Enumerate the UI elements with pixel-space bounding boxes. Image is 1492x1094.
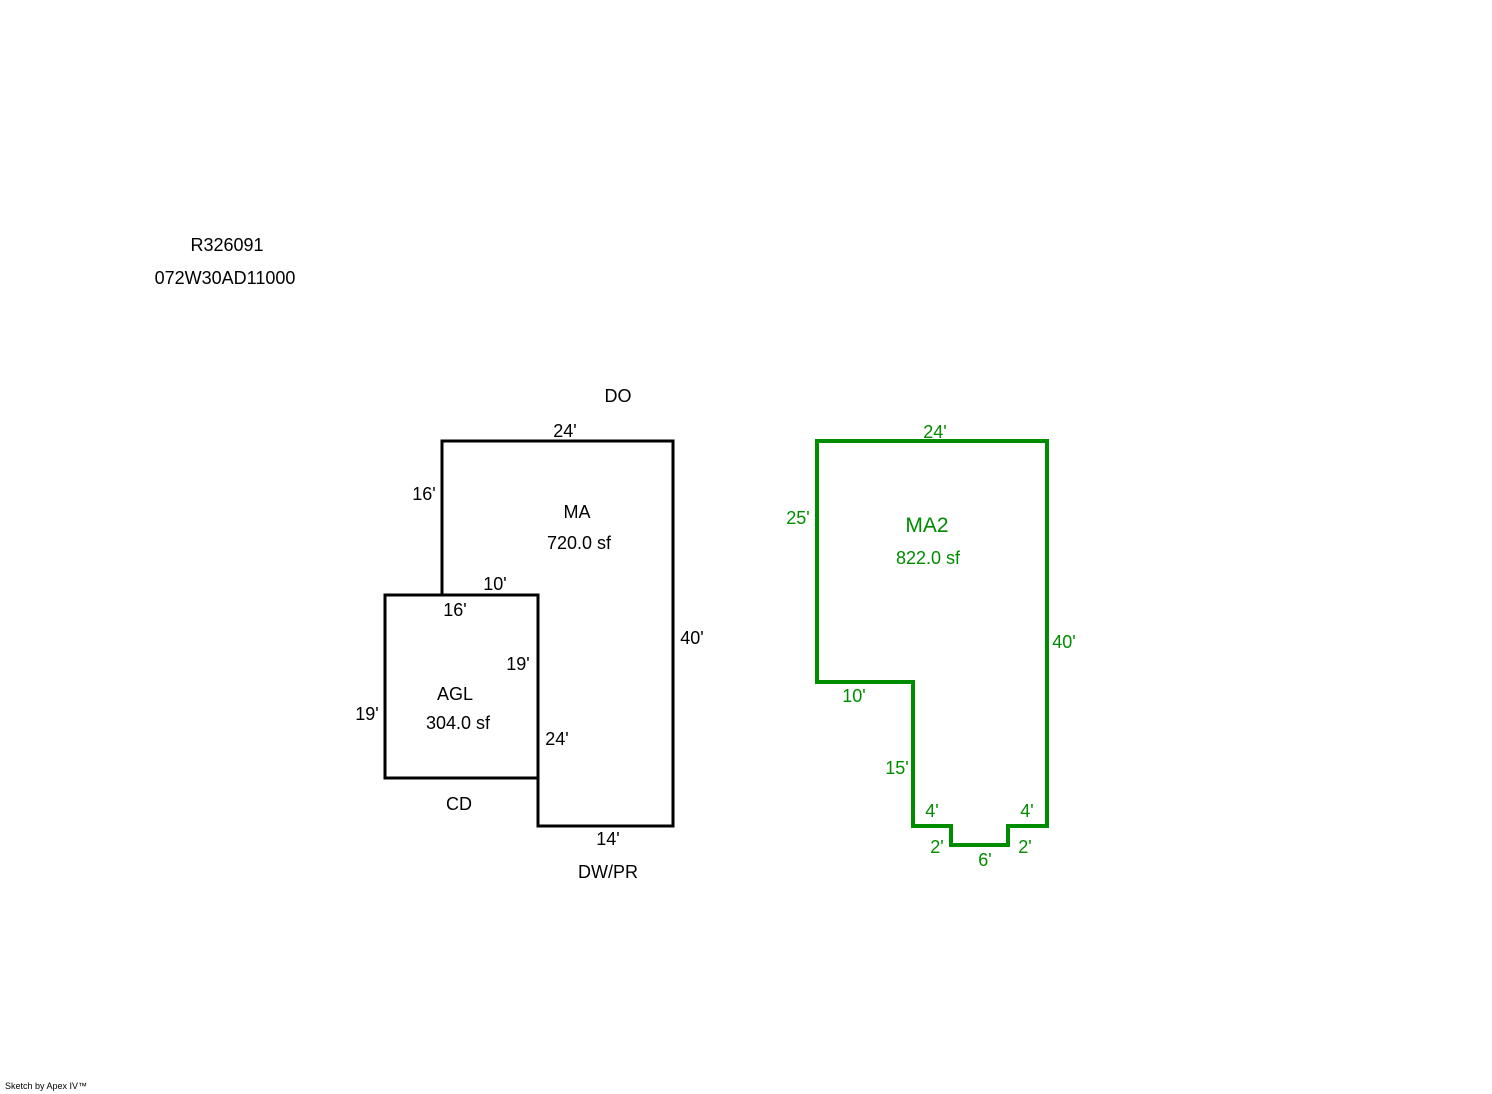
ma2-dim-notch-left: 2' xyxy=(930,837,943,857)
ma2-dim-top: 24' xyxy=(923,422,946,442)
ma-dim-inner: 24' xyxy=(545,729,568,749)
ma-dim-bottom: 14' xyxy=(596,829,619,849)
ma-dim-top: 24' xyxy=(553,421,576,441)
agl-dim-top: 16' xyxy=(443,600,466,620)
ma-outline xyxy=(440,439,675,828)
ma2-dim-notch-right: 2' xyxy=(1018,837,1031,857)
map-number: 072W30AD11000 xyxy=(155,268,296,288)
ma2-dim-right: 40' xyxy=(1052,632,1075,652)
ma2-dim-bottom-right: 4' xyxy=(1020,801,1033,821)
ma-dim-step: 10' xyxy=(483,574,506,594)
agl-dim-left: 19' xyxy=(355,704,378,724)
parcel-id: R326091 xyxy=(190,235,263,255)
ma-area: 720.0 sf xyxy=(547,533,612,553)
ma-name: MA xyxy=(564,502,591,522)
agl-outline xyxy=(383,593,540,780)
label-cd: CD xyxy=(446,794,472,814)
ma2-dim-inner: 15' xyxy=(885,758,908,778)
label-dwpr: DW/PR xyxy=(578,862,638,882)
ma2-dim-left: 25' xyxy=(786,508,809,528)
ma2-area: 822.0 sf xyxy=(896,548,961,568)
ma2-dim-bottom-left: 4' xyxy=(925,801,938,821)
agl-name: AGL xyxy=(437,684,473,704)
ma2-dim-notch-bottom: 6' xyxy=(978,850,991,870)
agl-dim-right: 19' xyxy=(506,654,529,674)
ma2-outline xyxy=(815,439,1049,847)
ma2-dim-step: 10' xyxy=(842,686,865,706)
agl-area: 304.0 sf xyxy=(426,713,491,733)
ma2-name: MA2 xyxy=(905,514,948,537)
ma-dim-left: 16' xyxy=(412,484,435,504)
footer-credit: Sketch by Apex IV™ xyxy=(5,1081,88,1091)
label-do: DO xyxy=(605,386,632,406)
ma-dim-right: 40' xyxy=(680,628,703,648)
